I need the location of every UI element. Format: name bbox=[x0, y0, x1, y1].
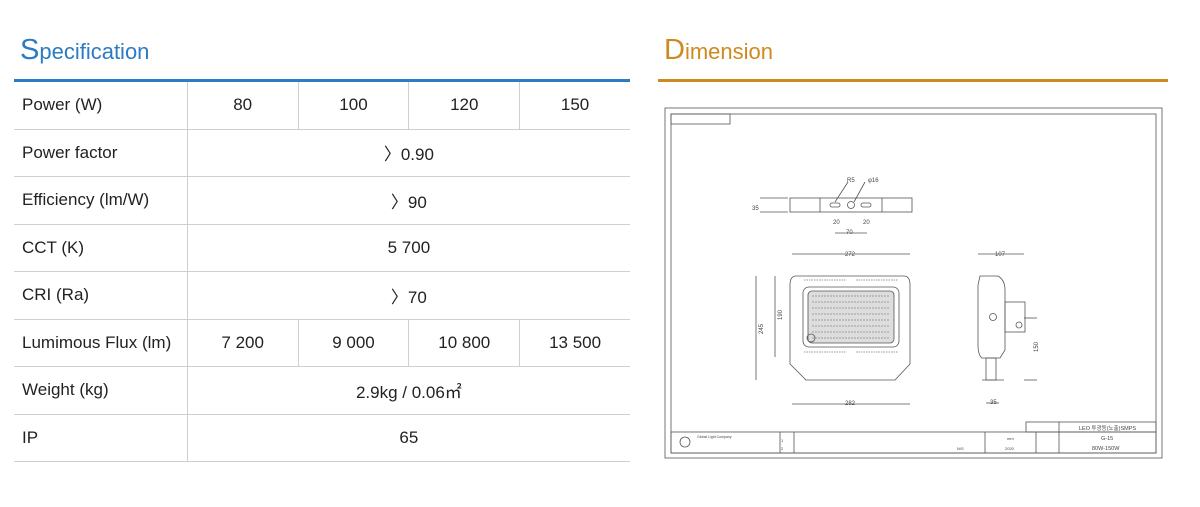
drawing-spec: 80W-150W bbox=[1092, 446, 1120, 452]
dim-272: 272 bbox=[845, 252, 856, 258]
table-row: CRI (Ra)〉70 bbox=[14, 271, 630, 320]
drawing-scale: N/S bbox=[957, 446, 964, 451]
bracket-view bbox=[760, 181, 913, 234]
cell: 2.9kg / 0.06㎡ bbox=[186, 366, 630, 415]
cell: 9 000 bbox=[297, 319, 409, 367]
dimension-drawing: R5 φ16 35 20 20 70 272 245 190 282 107 1… bbox=[664, 107, 1163, 459]
row-label: CRI (Ra) bbox=[14, 271, 188, 320]
cell: 〉70 bbox=[186, 271, 630, 320]
row-label: Power (W) bbox=[14, 82, 188, 130]
specification-title: Specification bbox=[20, 34, 150, 66]
table-row: Efficiency (lm/W)〉90 bbox=[14, 176, 630, 225]
dim-245: 245 bbox=[759, 323, 765, 334]
rev-2: 2 bbox=[781, 446, 784, 451]
dim-slot2: 20 bbox=[863, 220, 870, 226]
cell: 150 bbox=[519, 82, 630, 130]
side-view bbox=[977, 253, 1037, 404]
dimension-title: Dimension bbox=[664, 34, 773, 66]
drawing-name: LEO 투광등(노출)SMPS bbox=[1079, 424, 1136, 432]
dim-slot1: 20 bbox=[833, 220, 840, 226]
row-label: CCT (K) bbox=[14, 224, 188, 272]
row-label: IP bbox=[14, 414, 188, 462]
cell: 100 bbox=[297, 82, 409, 130]
drawing-frame-inner bbox=[670, 113, 1157, 454]
company-name: Global Light Company bbox=[697, 435, 732, 439]
cell: 120 bbox=[408, 82, 520, 130]
cell: 5 700 bbox=[186, 224, 630, 272]
dim-70: 70 bbox=[846, 230, 853, 236]
rev-1: 1 bbox=[781, 438, 784, 443]
cell: 13 500 bbox=[519, 319, 630, 367]
table-row: Power factor〉0.90 bbox=[14, 129, 630, 177]
row-label: Efficiency (lm/W) bbox=[14, 176, 188, 225]
dim-phi16: φ16 bbox=[868, 178, 879, 184]
cell: 65 bbox=[186, 414, 630, 462]
dim-bracket-h: 35 bbox=[752, 206, 759, 212]
drawing-model: G-15 bbox=[1101, 436, 1113, 442]
cell: 80 bbox=[186, 82, 299, 130]
dim-107: 107 bbox=[995, 252, 1006, 258]
cell: 10 800 bbox=[408, 319, 520, 367]
row-label: Lumimous Flux (lm) bbox=[14, 319, 188, 367]
table-row: CCT (K)5 700 bbox=[14, 224, 630, 272]
title-block bbox=[670, 421, 1157, 454]
cell: 〉0.90 bbox=[186, 129, 630, 177]
dim-190: 190 bbox=[778, 309, 784, 320]
drawing-frame-outer bbox=[664, 107, 1163, 459]
dimension-divider bbox=[658, 79, 1168, 82]
table-row: Weight (kg)2.9kg / 0.06㎡ bbox=[14, 366, 630, 415]
dim-150: 150 bbox=[1034, 341, 1040, 352]
specification-divider bbox=[14, 79, 630, 82]
row-label: Power factor bbox=[14, 129, 188, 177]
dim-r5: R5 bbox=[847, 178, 855, 184]
cell: 〉90 bbox=[186, 176, 630, 225]
row-label: Weight (kg) bbox=[14, 366, 188, 415]
drawing-label-box bbox=[670, 113, 731, 125]
front-view bbox=[755, 253, 911, 405]
drawing-unit: mm bbox=[1007, 436, 1014, 441]
cell: 7 200 bbox=[186, 319, 299, 367]
drawing-year: 2020 bbox=[1005, 446, 1015, 451]
